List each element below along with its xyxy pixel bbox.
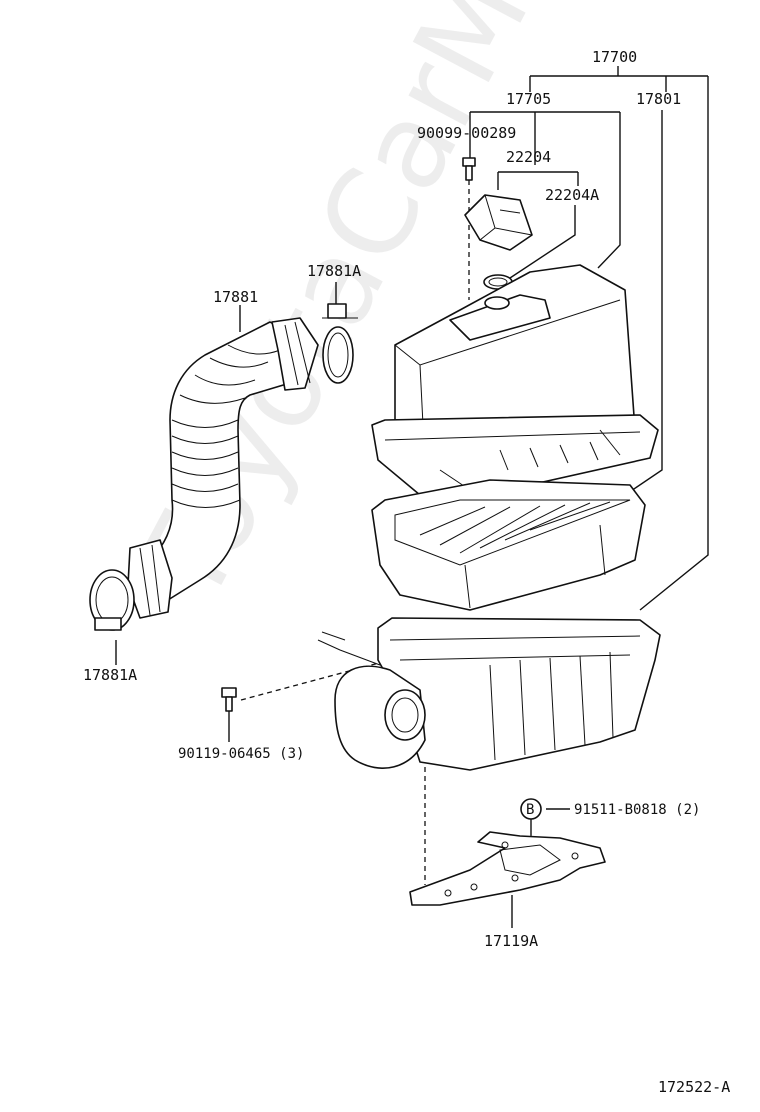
air-cleaner-case xyxy=(317,617,661,771)
air-filter-element-17801 xyxy=(371,479,646,611)
figure-id: 172522-A xyxy=(658,1078,730,1096)
label-17119A: 17119A xyxy=(484,932,538,950)
hose-clamp-17881A-top xyxy=(322,303,358,384)
label-90119-06465: 90119-06465 (3) xyxy=(178,746,304,762)
screw-90099 xyxy=(462,157,476,181)
hose-clamp-17881A-bottom xyxy=(89,569,135,631)
label-17881A-top: 17881A xyxy=(307,262,361,280)
label-90099-00289: 90099-00289 xyxy=(417,124,516,142)
label-91511-B0818: 91511-B0818 (2) xyxy=(574,802,700,818)
label-22204: 22204 xyxy=(506,148,551,166)
air-flow-meter-22204 xyxy=(464,194,533,251)
bolt-90119 xyxy=(221,687,237,712)
air-hose-17881 xyxy=(127,317,319,619)
air-cleaner-cap-17705 xyxy=(371,264,659,496)
label-17881A-bottom: 17881A xyxy=(83,666,137,684)
label-17801: 17801 xyxy=(636,90,681,108)
bolt-91511-callout xyxy=(520,798,542,820)
label-17881: 17881 xyxy=(213,288,258,306)
label-17705: 17705 xyxy=(506,90,551,108)
label-17700: 17700 xyxy=(592,48,637,66)
label-22204A: 22204A xyxy=(545,186,599,204)
bracket-17119A xyxy=(409,831,606,906)
callout-b-letter: B xyxy=(526,802,534,818)
